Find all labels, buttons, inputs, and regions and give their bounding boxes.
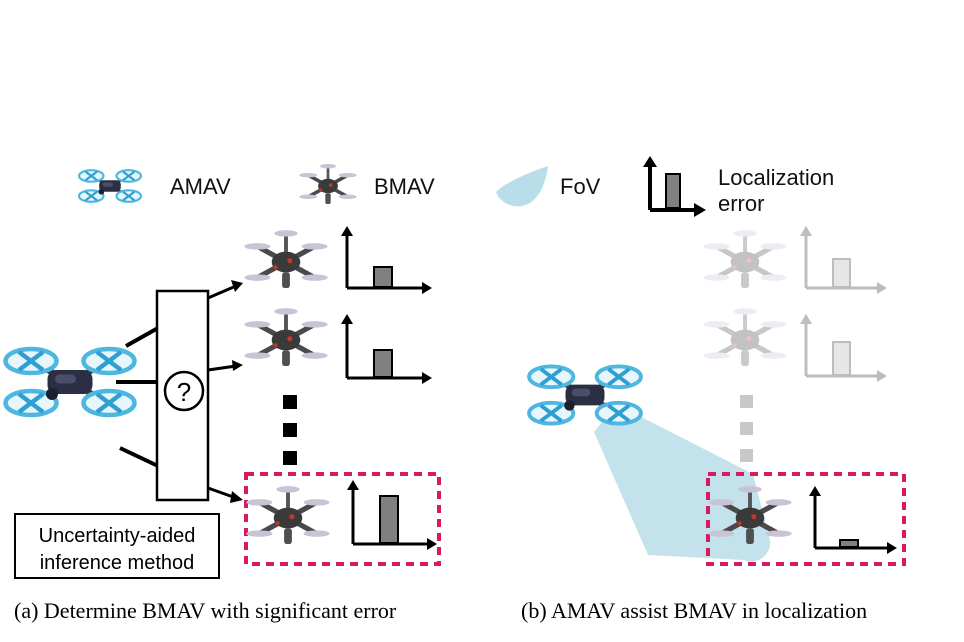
bmav-drone <box>244 308 327 366</box>
bmav-drone-icon <box>297 162 359 206</box>
bmav-drone-faded <box>703 308 786 366</box>
arrow <box>207 284 237 300</box>
ellipsis-dot <box>283 451 297 465</box>
ellipsis-dot <box>283 423 297 437</box>
question-mark: ? <box>177 377 191 407</box>
error-chart <box>341 314 432 384</box>
legend-error-label-line2: error <box>718 191 764 216</box>
legend: AMAV BMAV FoV Localization error <box>77 156 834 217</box>
assisted-bmav-highlight-box <box>706 472 906 566</box>
legend-error-label-line1: Localization <box>718 165 834 190</box>
amav-drone-icon <box>77 168 143 204</box>
faded-bmavs <box>703 230 786 366</box>
panel-a: ? <box>6 226 441 623</box>
amav-drone <box>529 366 641 423</box>
legend-amav-label: AMAV <box>170 174 231 199</box>
input-line <box>119 446 159 468</box>
ellipsis-dot-faded <box>740 422 753 435</box>
error-chart-reduced <box>809 486 897 554</box>
input-line <box>125 326 159 348</box>
caption-a: (a) Determine BMAV with significant erro… <box>14 598 397 623</box>
method-label-line1: Uncertainty-aided <box>39 525 196 547</box>
bmav-drone <box>244 230 327 288</box>
fov-cone <box>594 404 771 562</box>
error-chart-icon <box>643 156 706 217</box>
method-label-box <box>14 513 220 579</box>
ellipsis-dot-faded <box>740 395 753 408</box>
ellipsis-dot-faded <box>740 449 753 462</box>
bmav-drone-significant-error <box>246 486 329 544</box>
bmav-drone-faded <box>703 230 786 288</box>
fov-cone-icon <box>496 166 548 207</box>
legend-bmav-label: BMAV <box>374 174 435 199</box>
ellipsis-dot <box>283 395 297 409</box>
arrow <box>207 364 237 372</box>
question-circle <box>163 370 205 412</box>
error-chart-faded <box>800 226 887 294</box>
legend-fov-label: FoV <box>560 174 601 199</box>
caption-b: (b) AMAV assist BMAV in localization <box>521 598 867 623</box>
amav-drone <box>6 349 135 415</box>
significant-error-highlight-box <box>244 472 441 566</box>
error-chart-faded <box>800 314 887 382</box>
panel-b: (b) AMAV assist BMAV in localization <box>521 226 906 623</box>
error-chart <box>341 226 432 294</box>
method-label-line2: inference method <box>40 552 195 574</box>
error-chart-large <box>347 480 437 550</box>
